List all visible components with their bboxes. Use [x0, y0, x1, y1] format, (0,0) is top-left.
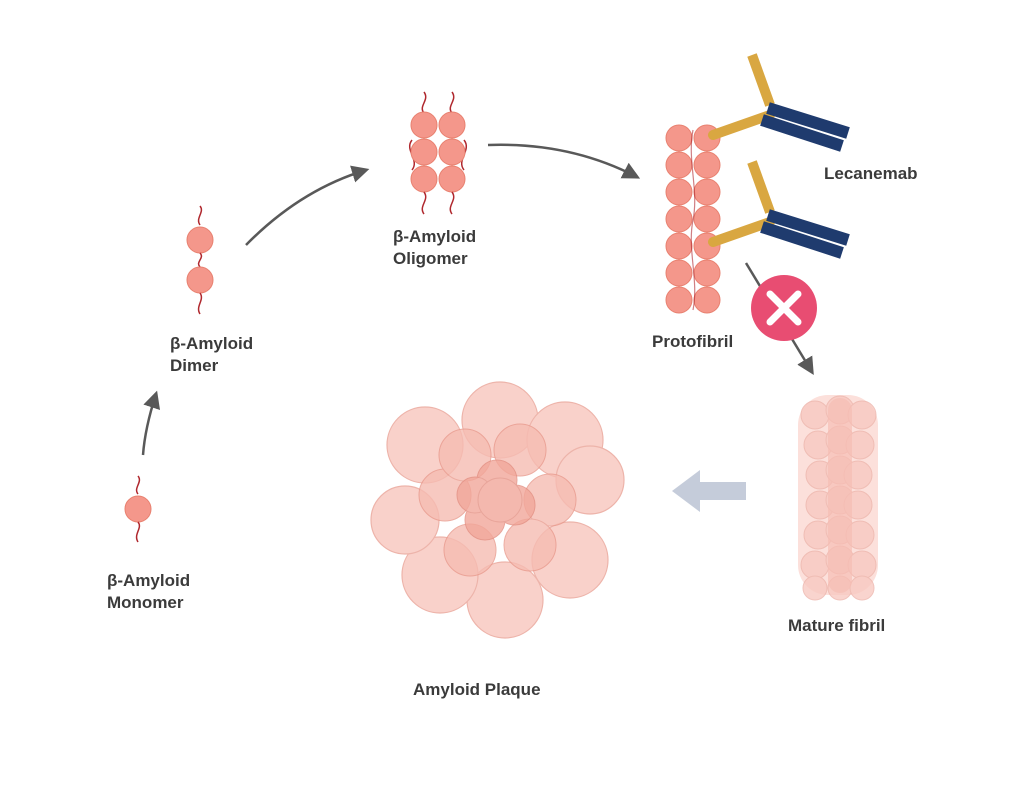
oligomer-molecule [409, 91, 467, 215]
lecanemab-label: Lecanemab [824, 164, 918, 183]
dimer-label: β-Amyloid Dimer [170, 334, 254, 375]
antibody-icon [708, 53, 850, 152]
arrow-monomer-to-dimer [141, 390, 161, 456]
monomer-molecule [124, 475, 152, 543]
dimer-molecule [186, 205, 214, 315]
oligomer-label: β-Amyloid Oligomer [393, 227, 477, 268]
arrow-fibril-to-plaque [672, 470, 746, 512]
arrow-oligomer-to-protofibril [487, 143, 641, 179]
arrow-dimer-to-oligomer [245, 165, 370, 246]
monomer-label: β-Amyloid Monomer [107, 571, 191, 612]
protofibril-molecule [665, 124, 721, 314]
mature-fibril-molecule [798, 395, 878, 601]
antibody-icon [708, 160, 850, 259]
x-circle-icon [751, 275, 817, 341]
mature-fibril-label: Mature fibril [788, 616, 886, 635]
plaque-label: Amyloid Plaque [413, 680, 541, 699]
protofibril-label: Protofibril [652, 332, 734, 351]
amyloid-plaque [370, 381, 625, 639]
